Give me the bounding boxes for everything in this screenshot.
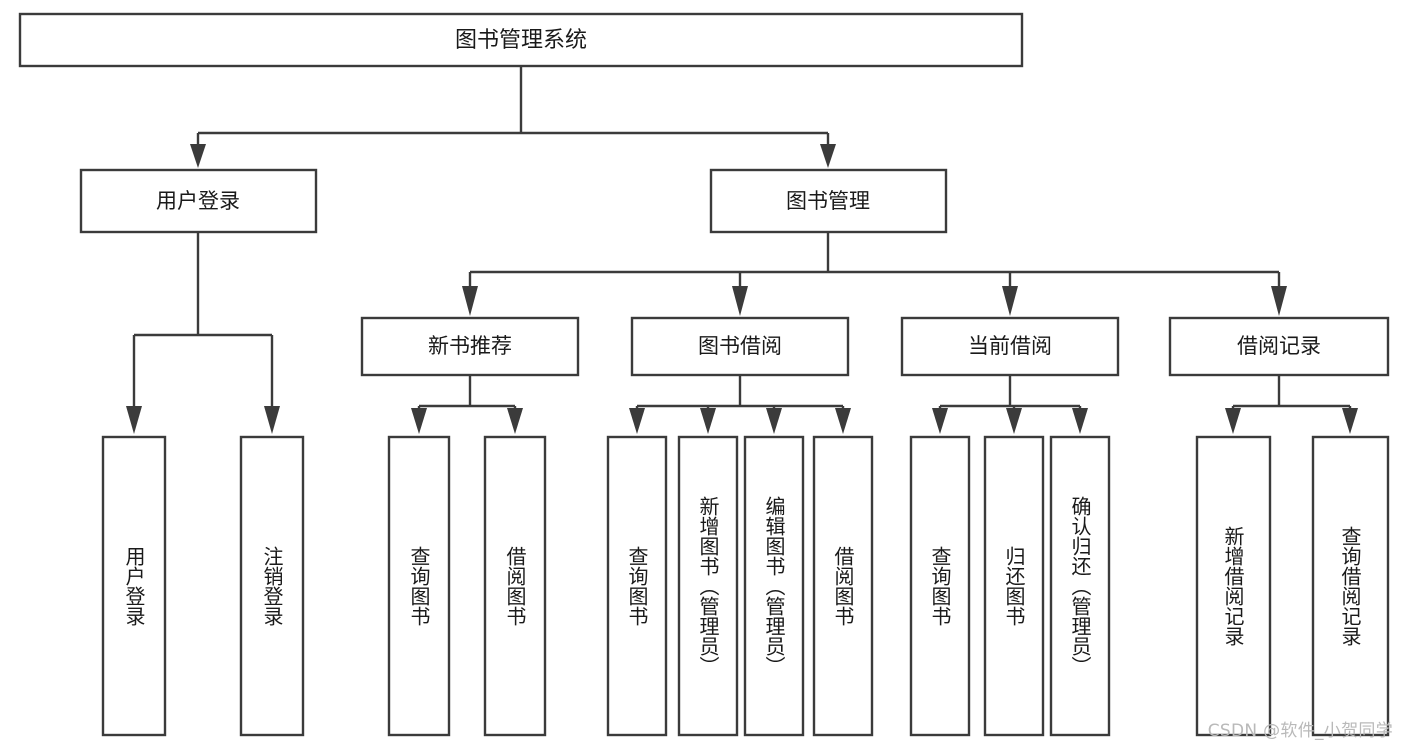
- leaf-add-borrow-record[interactable]: 新增借阅记录: [1195, 435, 1272, 737]
- leaf-borrow-book-label: 借阅图书: [831, 546, 855, 626]
- leaf-query-book-recommend-box: [387, 435, 451, 737]
- arrowhead-to-current-borrow: [1002, 286, 1018, 316]
- arrowhead-leaf-borrow-book-1: [507, 408, 523, 434]
- arrowhead-leaf-query-book-3: [932, 408, 948, 434]
- leaf-confirm-return-admin-label: 确认归还（管理员）: [1068, 496, 1092, 676]
- leaf-query-borrow-record-box: [1311, 435, 1390, 737]
- arrowhead-leaf-borrow-book-2: [835, 408, 851, 434]
- node-borrow-records[interactable]: 借阅记录: [1168, 316, 1390, 377]
- arrowhead-leaf-logout: [264, 406, 280, 434]
- leaf-query-book-current-label: 查询图书: [928, 546, 952, 626]
- node-user-login[interactable]: 用户登录: [79, 168, 318, 234]
- leaf-borrow-book-recommend-label: 借阅图书: [503, 546, 527, 626]
- leaf-query-book-current-box: [909, 435, 971, 737]
- node-book-borrow-box: [630, 316, 850, 377]
- arrowhead-to-book-management: [820, 144, 836, 168]
- node-current-borrow[interactable]: 当前借阅: [900, 316, 1120, 377]
- arrowhead-leaf-user-login: [126, 406, 142, 434]
- arrowhead-leaf-return-book: [1006, 408, 1022, 434]
- leaf-add-borrow-record-label: 新增借阅记录: [1221, 526, 1245, 646]
- arrowhead-to-borrow-records: [1271, 286, 1287, 316]
- leaf-add-book-admin-label: 新增图书（管理员）: [696, 496, 720, 676]
- leaf-query-borrow-record-label: 查询借阅记录: [1338, 526, 1362, 646]
- leaf-edit-book-admin-box: [743, 435, 805, 737]
- connector-layer: [126, 66, 1358, 434]
- node-root-label: 图书管理系统: [455, 28, 587, 53]
- leaf-logout[interactable]: 注销登录: [239, 435, 305, 737]
- arrowhead-leaf-confirm-return: [1072, 408, 1088, 434]
- leaf-query-book-borrow[interactable]: 查询图书: [606, 435, 668, 737]
- node-current-borrow-label: 当前借阅: [968, 334, 1052, 358]
- leaf-query-borrow-record[interactable]: 查询借阅记录: [1311, 435, 1390, 737]
- arrowhead-leaf-add-book: [700, 408, 716, 434]
- node-root-box: [18, 12, 1024, 68]
- leaf-logout-box: [239, 435, 305, 737]
- arrowhead-leaf-query-record: [1342, 408, 1358, 434]
- leaf-query-book-recommend[interactable]: 查询图书: [387, 435, 451, 737]
- node-book-management-box: [709, 168, 948, 234]
- leaf-return-book-box: [983, 435, 1045, 737]
- arrowhead-to-new-book-recommend: [462, 286, 478, 316]
- leaf-borrow-book-recommend[interactable]: 借阅图书: [483, 435, 547, 737]
- leaf-add-borrow-record-box: [1195, 435, 1272, 737]
- leaf-add-book-admin[interactable]: 新增图书（管理员）: [677, 435, 739, 737]
- leaf-edit-book-admin[interactable]: 编辑图书（管理员）: [743, 435, 805, 737]
- node-new-book-recommend-box: [360, 316, 580, 377]
- leaf-edit-book-admin-label: 编辑图书（管理员）: [762, 496, 786, 676]
- arrowhead-leaf-query-book-2: [629, 408, 645, 434]
- node-book-management-label: 图书管理: [786, 189, 870, 213]
- arrowhead-leaf-edit-book: [766, 408, 782, 434]
- node-current-borrow-box: [900, 316, 1120, 377]
- leaf-query-book-current[interactable]: 查询图书: [909, 435, 971, 737]
- arrowhead-leaf-query-book-1: [411, 408, 427, 434]
- leaf-user-login-box: [101, 435, 167, 737]
- leaf-user-login-label: 用户登录: [122, 546, 146, 626]
- node-book-borrow[interactable]: 图书借阅: [630, 316, 850, 377]
- leaf-return-book[interactable]: 归还图书: [983, 435, 1045, 737]
- leaf-borrow-book-box: [812, 435, 874, 737]
- leaf-confirm-return-admin-box: [1049, 435, 1111, 737]
- node-book-management[interactable]: 图书管理: [709, 168, 948, 234]
- node-borrow-records-label: 借阅记录: [1237, 334, 1321, 358]
- leaf-logout-label: 注销登录: [260, 546, 284, 626]
- leaf-borrow-book[interactable]: 借阅图书: [812, 435, 874, 737]
- leaf-add-book-admin-box: [677, 435, 739, 737]
- arrowhead-to-user-login: [190, 144, 206, 168]
- leaf-return-book-label: 归还图书: [1002, 546, 1026, 626]
- leaf-user-login[interactable]: 用户登录: [101, 435, 167, 737]
- node-book-borrow-label: 图书借阅: [698, 334, 782, 358]
- leaf-confirm-return-admin[interactable]: 确认归还（管理员）: [1049, 435, 1111, 737]
- leaf-borrow-book-recommend-box: [483, 435, 547, 737]
- leaf-query-book-recommend-label: 查询图书: [407, 546, 431, 626]
- arrowhead-leaf-add-record: [1225, 408, 1241, 434]
- node-user-login-label: 用户登录: [156, 189, 240, 213]
- node-root-system[interactable]: 图书管理系统: [18, 12, 1024, 68]
- leaf-query-book-borrow-label: 查询图书: [625, 546, 649, 626]
- node-user-login-box: [79, 168, 318, 234]
- node-new-book-recommend[interactable]: 新书推荐: [360, 316, 580, 377]
- leaf-query-book-borrow-box: [606, 435, 668, 737]
- node-new-book-recommend-label: 新书推荐: [428, 334, 512, 358]
- node-borrow-records-box: [1168, 316, 1390, 377]
- arrowhead-to-book-borrow: [732, 286, 748, 316]
